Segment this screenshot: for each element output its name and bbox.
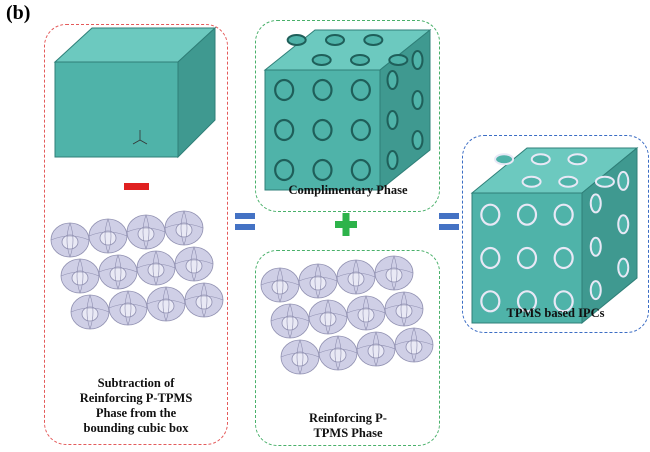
lattice-node [318,335,358,371]
lattice-node [50,222,90,258]
subtraction-caption: Subtraction of Reinforcing P-TPMS Phase … [79,376,193,435]
pore-hole [594,175,615,188]
pore-hole [350,54,370,66]
pore-hole [558,175,579,188]
lattice-node [336,259,376,295]
plus-sign [335,213,357,236]
lattice-node [136,250,176,286]
pore-hole [411,50,424,70]
lattice-node [98,254,138,290]
pore-hole [325,34,345,46]
pore-hole [480,246,501,270]
lattice-node [70,294,110,330]
pore-hole [312,158,333,182]
reinforcing-phase-panel [255,250,440,446]
lattice-node [174,246,214,282]
tpms-ipc-cube [470,146,639,325]
pore-hole [617,170,630,191]
pore-hole [589,236,602,257]
pore-hole [480,290,501,313]
lattice-node [308,299,348,335]
complementary-caption: Complimentary Phase [288,183,408,197]
pore-hole [480,203,501,226]
pore-hole [521,175,542,188]
lattice-node [146,286,186,322]
equals-sign-left [235,213,255,230]
tpms-ipc-panel [462,135,649,333]
lattice-node [356,331,396,367]
pore-hole [388,54,409,66]
pore-hole [494,153,515,166]
pore-hole [530,153,551,166]
pore-hole [386,70,399,90]
pore-hole [274,158,295,182]
pore-hole [516,246,538,270]
bounding-cube [53,26,217,159]
axis-triad-icon [132,130,148,145]
p-tpms-lattice-center [260,255,434,375]
lattice-node [384,291,424,327]
lattice-node [108,290,148,326]
pore-hole [516,290,538,313]
lattice-node [346,295,386,331]
pore-hole [274,78,295,102]
lattice-node [88,218,128,254]
lattice-node [298,263,338,299]
pore-hole [386,150,399,170]
pore-hole [553,290,574,313]
pore-hole [286,34,307,46]
pore-hole [411,90,424,110]
pore-hole [411,130,424,150]
pore-hole [350,118,371,142]
pore-hole [350,158,371,182]
pore-hole [312,118,333,142]
pore-hole [553,246,574,270]
pore-hole [589,280,602,301]
reinforcing-caption: Reinforcing P- TPMS Phase [309,411,387,440]
pore-hole [363,34,384,46]
pore-hole [589,193,602,214]
complementary-phase-panel [255,20,440,212]
pore-hole [312,78,333,102]
lattice-node [126,214,166,250]
pore-hole [553,203,574,226]
lattice-node [60,258,100,294]
p-tpms-lattice-left [50,210,224,330]
lattice-node [164,210,204,246]
pore-hole [516,203,538,226]
equals-sign-right [439,213,459,230]
pore-hole [617,257,630,278]
complementary-phase-cube [263,28,432,192]
figure-label: (b) [6,2,31,24]
lattice-node [394,327,434,363]
pore-hole [567,153,588,166]
pore-hole [350,78,371,102]
lattice-node [374,255,414,291]
minus-sign [124,183,149,190]
lattice-node [270,303,310,339]
subtraction-panel [44,24,228,445]
pore-hole [274,118,295,142]
pore-hole [617,214,630,235]
pore-hole [311,54,332,66]
lattice-node [280,339,320,375]
result-caption: TPMS based IPCs [506,306,605,320]
lattice-node [260,267,300,303]
lattice-node [184,282,224,318]
pore-hole [386,110,399,130]
